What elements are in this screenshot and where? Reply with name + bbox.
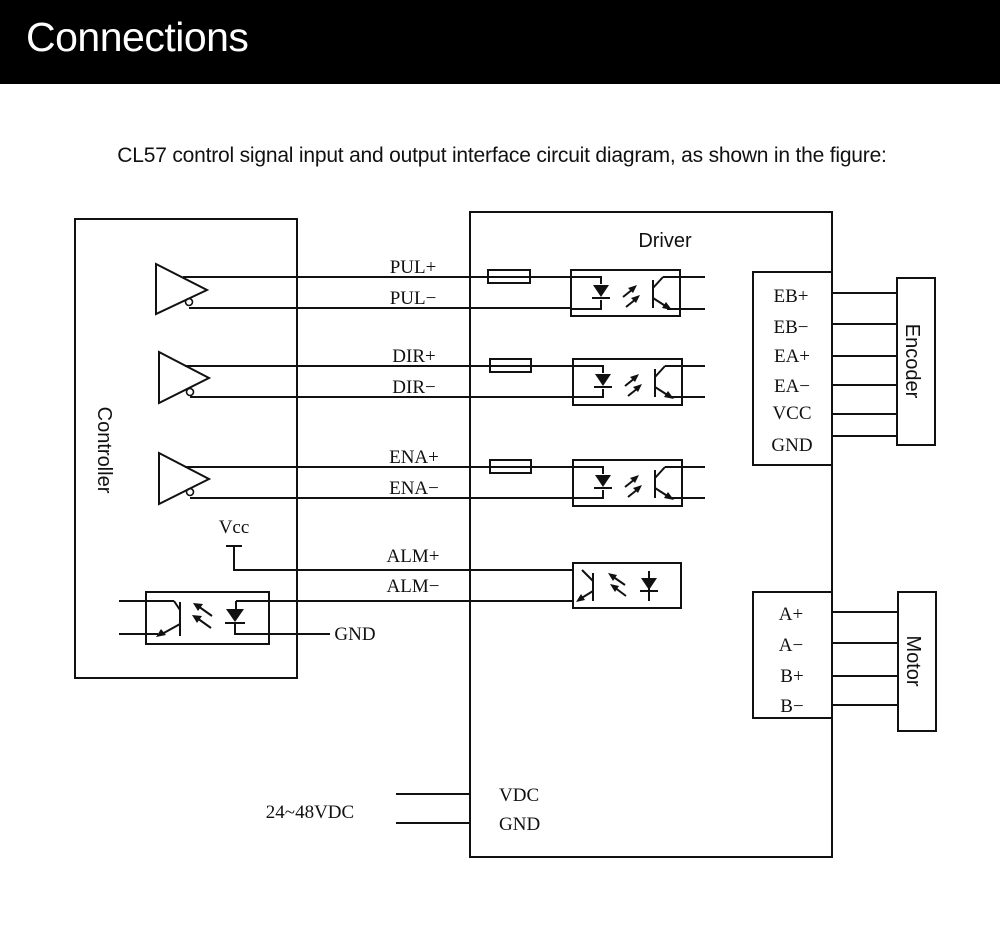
motor-pin-b-minus: B− bbox=[780, 696, 803, 717]
dir-optocoupler bbox=[572, 358, 705, 406]
motor-pin-a-plus: A+ bbox=[779, 604, 803, 625]
alm-plus-label: ALM+ bbox=[387, 546, 440, 567]
header-bar: Connections bbox=[0, 0, 1000, 84]
encoder-pin-ea-plus: EA+ bbox=[774, 346, 810, 367]
diagram-caption: CL57 control signal input and output int… bbox=[117, 144, 887, 167]
ena-line-driver bbox=[158, 451, 572, 506]
encoder-pin-eb-plus: EB+ bbox=[774, 286, 809, 307]
motor-pin-b-plus: B+ bbox=[780, 666, 803, 687]
ena-minus-label: ENA− bbox=[389, 478, 439, 499]
encoder-pin-gnd: GND bbox=[771, 435, 812, 456]
dir-plus-label: DIR+ bbox=[392, 346, 435, 367]
encoder-pin-eb-minus: EB− bbox=[774, 317, 809, 338]
pul-line-driver bbox=[155, 262, 570, 316]
driver-block bbox=[469, 211, 833, 858]
driver-label: Driver bbox=[638, 230, 692, 252]
motor-pin-a-minus: A− bbox=[779, 635, 803, 656]
power-gnd-label: GND bbox=[499, 814, 540, 835]
controller-gnd-label: GND bbox=[334, 624, 375, 645]
vdc-label: VDC bbox=[499, 785, 539, 806]
encoder-pin-ea-minus: EA− bbox=[774, 376, 810, 397]
pul-optocoupler bbox=[570, 269, 705, 317]
encoder-wires bbox=[832, 292, 897, 437]
pul-minus-label: PUL− bbox=[390, 288, 437, 309]
dir-minus-label: DIR− bbox=[392, 377, 435, 398]
pul-resistor bbox=[487, 269, 531, 284]
dir-line-driver bbox=[158, 350, 572, 405]
alm-plus-wire bbox=[233, 546, 573, 571]
page-title: Connections bbox=[26, 14, 249, 60]
dir-resistor bbox=[489, 358, 532, 373]
motor-block bbox=[897, 591, 937, 732]
power-range-label: 24~48VDC bbox=[266, 802, 354, 823]
controller-block bbox=[74, 218, 298, 679]
motor-terminal-block bbox=[752, 591, 833, 719]
encoder-pin-vcc: VCC bbox=[772, 403, 811, 424]
ena-plus-label: ENA+ bbox=[389, 447, 439, 468]
motor-wires bbox=[832, 611, 898, 706]
alm-driver-optocoupler bbox=[572, 562, 682, 609]
encoder-terminal-block bbox=[752, 271, 833, 466]
pul-plus-label: PUL+ bbox=[390, 257, 437, 278]
encoder-label: Encoder bbox=[901, 324, 923, 399]
ena-resistor bbox=[489, 459, 532, 474]
vcc-label: Vcc bbox=[219, 517, 250, 538]
ena-optocoupler bbox=[572, 459, 705, 507]
controller-label: Controller bbox=[93, 407, 115, 494]
alm-minus-label: ALM− bbox=[387, 576, 440, 597]
alm-controller-optocoupler bbox=[119, 591, 330, 645]
motor-label: Motor bbox=[902, 635, 924, 686]
encoder-block bbox=[896, 277, 936, 446]
